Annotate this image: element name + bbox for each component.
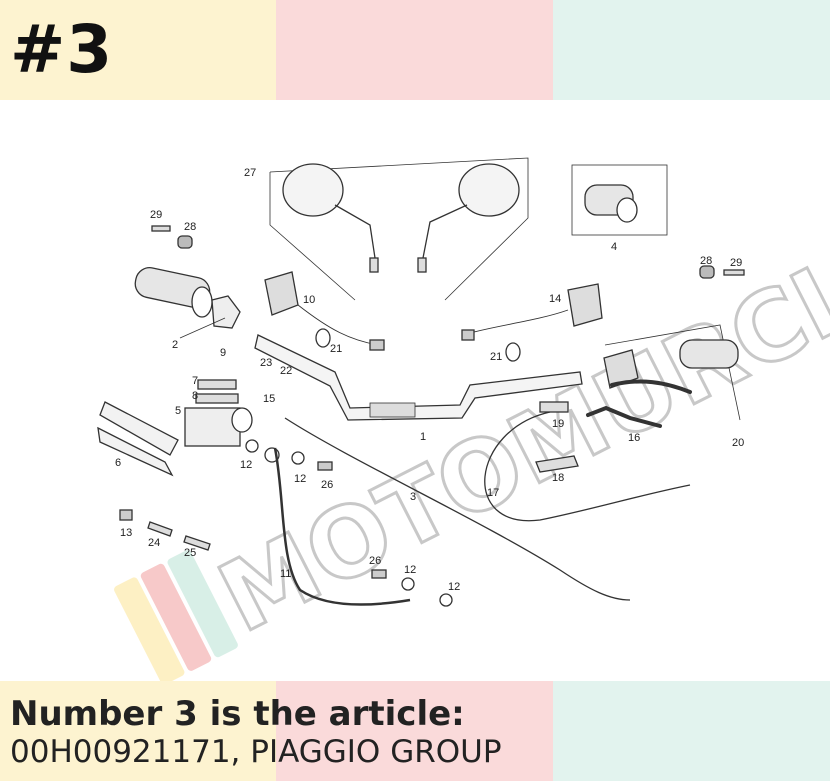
switch-18 — [535, 455, 579, 473]
left-grip — [134, 267, 241, 339]
band-cream — [0, 0, 276, 100]
band-pink-bottom — [276, 681, 553, 781]
callout-12-b: 12 — [294, 473, 306, 485]
band-cream-bottom — [0, 681, 276, 781]
top-color-band — [0, 0, 830, 100]
callout-21-left: 21 — [330, 343, 342, 355]
callout-9: 9 — [220, 347, 226, 359]
callout-29: 29 — [150, 209, 162, 221]
washer-12b — [291, 451, 305, 465]
callout-15: 15 — [263, 393, 275, 405]
mirror-set — [269, 157, 529, 301]
washer-12c — [401, 577, 415, 591]
callout-4: 4 — [611, 241, 617, 253]
washer-12d — [439, 593, 453, 607]
band-pink — [276, 0, 553, 100]
exploded-parts-diagram: MOTOMURCIA — [97, 157, 830, 681]
callout-10: 10 — [303, 294, 315, 306]
callout-29-right: 29 — [730, 257, 742, 269]
brake-hose — [273, 447, 411, 606]
cable-adjuster-19 — [539, 401, 569, 413]
bolt-26a — [317, 461, 333, 471]
throttle-assembly — [603, 324, 741, 421]
part-drawings — [97, 157, 745, 607]
callout-27: 27 — [244, 167, 256, 179]
callout-17: 17 — [487, 487, 499, 499]
callout-2: 2 — [172, 339, 178, 351]
article-number-badge: #3 — [10, 11, 114, 88]
callout-26-b: 26 — [369, 555, 381, 567]
callout-26-a: 26 — [321, 479, 333, 491]
washer-12a — [245, 439, 259, 453]
callout-12-d: 12 — [448, 581, 460, 593]
band-mint — [553, 0, 830, 100]
callout-7: 7 — [192, 375, 198, 387]
watermark-stripe-mint — [167, 550, 238, 658]
bottom-color-band — [0, 681, 830, 781]
callout-12-c: 12 — [404, 564, 416, 576]
bolt-26b — [371, 569, 387, 579]
end-cap-28-left — [177, 235, 193, 249]
callout-6: 6 — [115, 457, 121, 469]
cable-clamp-21-right — [505, 342, 521, 362]
band-mint-bottom — [553, 681, 830, 781]
right-switch — [461, 283, 603, 341]
bolt-13 — [119, 509, 133, 521]
fitting-24 — [147, 521, 173, 537]
callout-8: 8 — [192, 390, 198, 402]
callout-11: 11 — [280, 568, 291, 580]
callout-22: 22 — [280, 365, 292, 377]
end-cap-28-right — [699, 265, 715, 279]
cable-3 — [284, 417, 631, 601]
bolt-29-right — [723, 269, 745, 276]
watermark-stripe-pink — [140, 563, 212, 671]
callout-18: 18 — [552, 472, 564, 484]
callout-12-a: 12 — [240, 459, 252, 471]
bolt-29-left — [151, 225, 171, 232]
callout-labels: 27 29 28 4 28 29 10 14 2 21 21 9 7 8 5 2… — [115, 167, 744, 593]
callout-21-right: 21 — [490, 351, 502, 363]
callout-28: 28 — [184, 221, 196, 233]
callout-3: 3 — [410, 491, 416, 503]
caption-heading: Number 3 is the article: — [10, 694, 465, 734]
callout-14: 14 — [549, 293, 561, 305]
fitting-25 — [183, 535, 211, 551]
callout-19: 19 — [552, 418, 564, 430]
watermark-text: MOTOMURCIA — [202, 213, 830, 654]
clutch-lever — [586, 405, 662, 428]
banjo-fitting — [264, 447, 280, 463]
handlebar — [254, 334, 583, 421]
callout-5: 5 — [175, 405, 181, 417]
callout-23: 23 — [260, 357, 272, 369]
brake-master-cylinder — [97, 379, 253, 477]
callout-25: 25 — [184, 547, 196, 559]
grip-kit-box — [571, 164, 668, 236]
callout-24: 24 — [148, 537, 160, 549]
callout-1: 1 — [420, 431, 426, 443]
cable-17 — [484, 411, 691, 522]
watermark-stripe-cream — [114, 577, 185, 681]
callout-16: 16 — [628, 432, 640, 444]
callout-28-right: 28 — [700, 255, 712, 267]
caption-article-code: 00H00921171, PIAGGIO GROUP — [10, 734, 502, 770]
cable-clamp-21-left — [315, 328, 331, 348]
left-switch — [264, 271, 385, 351]
callout-13: 13 — [120, 527, 132, 539]
callout-20: 20 — [732, 437, 744, 449]
